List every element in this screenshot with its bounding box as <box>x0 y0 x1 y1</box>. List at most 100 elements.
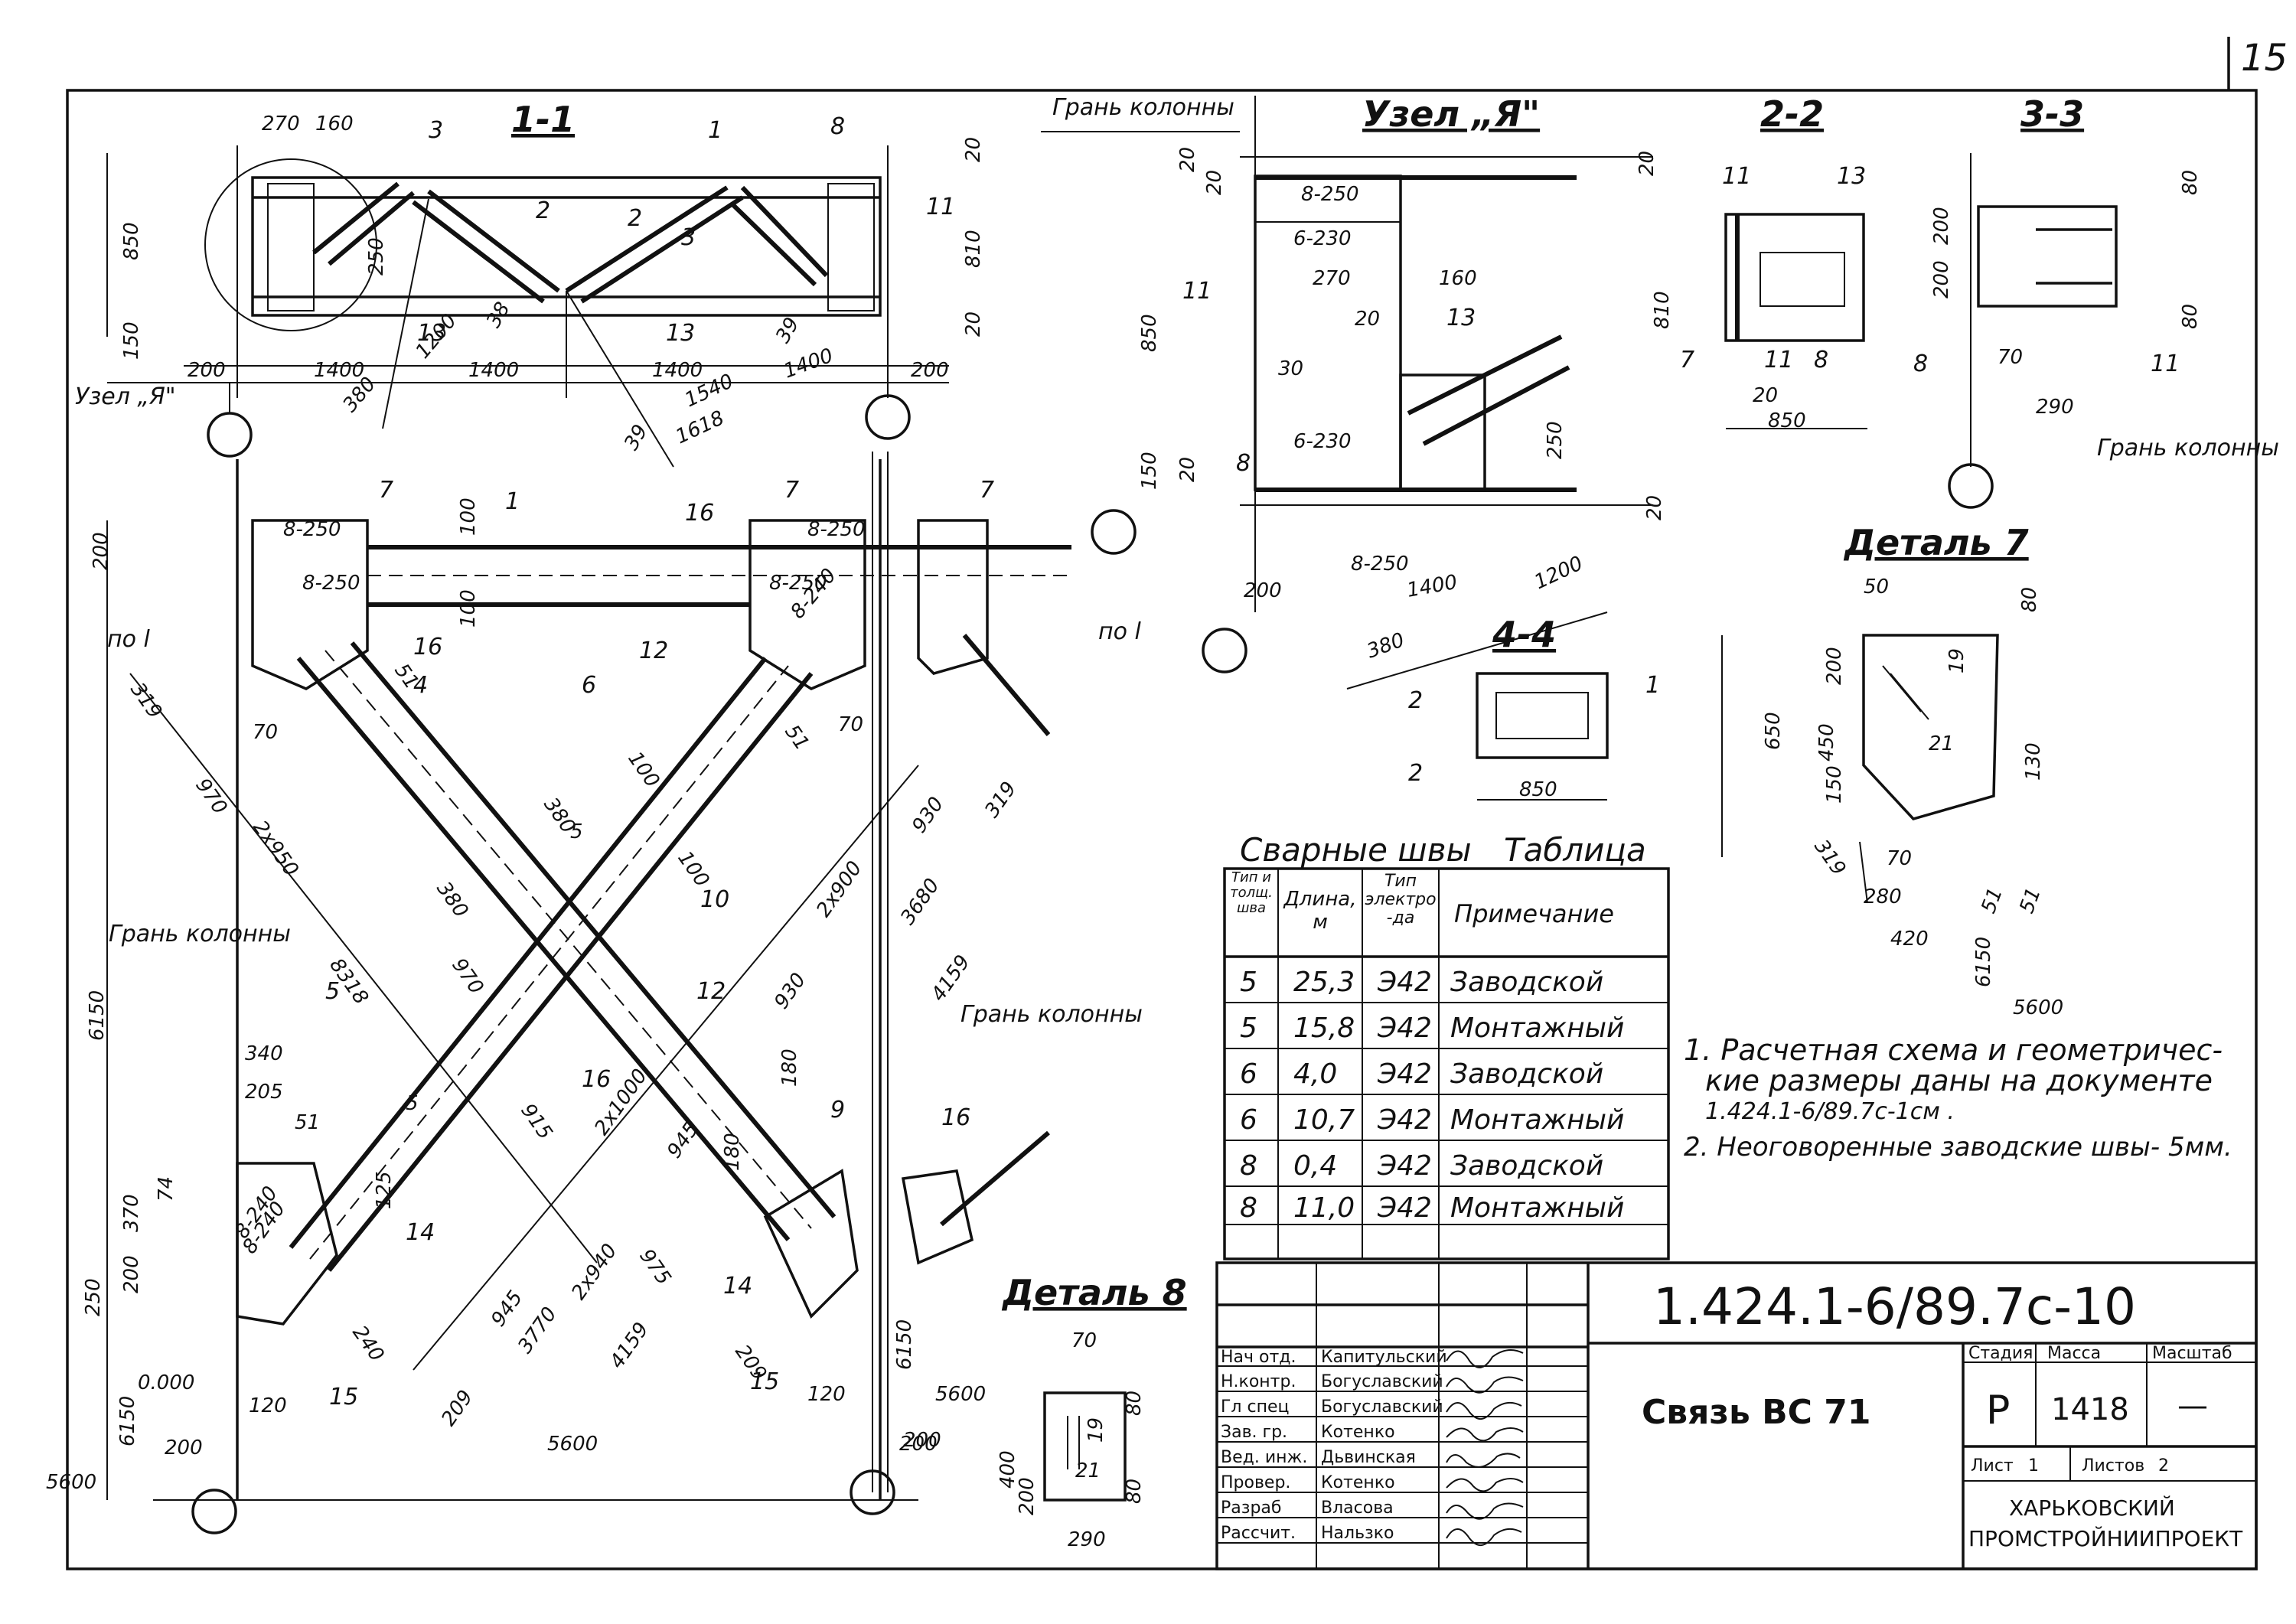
signer-name: Котенко <box>1321 1423 1395 1442</box>
table-row: 6 4,0 Э42 Заводской <box>1240 1058 1603 1090</box>
table-row: 6 10,7 Э42 Монтажный <box>1240 1104 1624 1136</box>
dim: 20 <box>1355 308 1380 331</box>
dim: 200 <box>120 1255 143 1293</box>
note-line: 1. Расчетная схема и геометричес- <box>1684 1033 2223 1067</box>
dim: 200 <box>899 1433 938 1456</box>
weld-table-title: Сварные швы <box>1240 831 1472 869</box>
dim: 8-250 <box>807 518 866 541</box>
part-label: 11 <box>1764 347 1793 373</box>
part-label: 11 <box>926 194 955 220</box>
signer-name: Дьвинская <box>1321 1448 1416 1467</box>
part-label: 6 <box>582 672 596 699</box>
part-label: 2 <box>536 197 550 224</box>
table-header-length: Длина, м <box>1283 888 1357 934</box>
table-row: 8 0,4 Э42 Заводской <box>1240 1150 1603 1182</box>
part-label: 4 <box>413 672 428 699</box>
node-a-detail: Узел „Я" Грань колонны 20 20 8-250 6-230… <box>1041 93 1674 690</box>
table-cell: 5 <box>1240 967 1257 998</box>
dim: 20 <box>1176 147 1199 172</box>
table-cell: Заводской <box>1450 967 1603 998</box>
dim: 20 <box>962 137 985 162</box>
part-label: 11 <box>1722 163 1751 190</box>
signer-row: Рассчит. Нальзко <box>1221 1524 1394 1543</box>
part-label: 14 <box>406 1219 435 1246</box>
dim: 915 <box>516 1100 556 1144</box>
section-4-4-title: 4-4 <box>1492 614 1556 655</box>
node-a-ref: Узел „Я" <box>75 383 176 410</box>
dim: 270 <box>1313 267 1351 290</box>
dim: 80 <box>1123 1391 1146 1416</box>
dim: 340 <box>245 1042 283 1065</box>
mass-value: 1418 <box>2051 1392 2129 1427</box>
dim: 270 <box>262 113 300 135</box>
dim: 51 <box>2015 885 2046 916</box>
column-face-label-2: Грань колонны <box>2097 435 2279 461</box>
section-2-2: 2-2 11 13 7 11 8 20 850 <box>1680 93 1867 432</box>
table-header-note: Примечание <box>1454 899 1614 928</box>
dim: 20 <box>1643 495 1666 520</box>
dim: 70 <box>1998 346 2023 369</box>
part-label: 11 <box>1182 278 1212 305</box>
dim: 180 <box>778 1048 801 1087</box>
dim: 200 <box>911 359 949 382</box>
note-line: кие размеры даны на документе <box>1705 1064 2213 1097</box>
dim: 20 <box>1753 384 1778 407</box>
sheet-number: 15 <box>2241 37 2288 80</box>
dim: 200 <box>1930 260 1953 298</box>
signer-row: Зав. гр. Котенко <box>1221 1423 1395 1442</box>
dim: 4159 <box>927 951 975 1006</box>
table-cell: Монтажный <box>1450 1104 1624 1136</box>
dim: 30 <box>1278 357 1303 380</box>
scale-value: — <box>2177 1388 2208 1423</box>
section-3-3: 3-3 80 200 200 80 8 70 11 290 Грань коло… <box>1913 93 2279 509</box>
weld-table-word: Таблица <box>1504 831 1646 869</box>
dim: 150 <box>1823 765 1846 804</box>
part-label: 2 <box>1408 760 1423 787</box>
dim: 51 <box>295 1111 320 1134</box>
part-label: 11 <box>2151 351 2180 377</box>
dim: 80 <box>2018 587 2041 612</box>
dim: 240 <box>347 1322 388 1366</box>
dim: 100 <box>623 748 664 792</box>
table-cell: Э42 <box>1377 1058 1432 1090</box>
part-label: 1 <box>1645 672 1660 699</box>
dim: 70 <box>253 721 278 744</box>
column-face-label-3: Грань колонны <box>109 921 291 947</box>
main-elevation: 200 7 8-250 8-250 100 100 1 16 7 8-250 8… <box>46 452 1143 1534</box>
dim: 1400 <box>1405 571 1459 602</box>
note-line: 2. Неоговоренные заводские швы- 5мм. <box>1684 1132 2232 1163</box>
dim: 120 <box>807 1383 846 1406</box>
dim: 5600 <box>46 1471 96 1494</box>
sheet-value: 1 <box>2028 1456 2039 1476</box>
dim: 1400 <box>468 359 519 382</box>
table-cell: 8 <box>1240 1192 1257 1224</box>
dim: 970 <box>447 954 488 999</box>
dim: 200 <box>1823 647 1846 685</box>
part-label: 5 <box>325 978 340 1005</box>
sheets-label: Листов <box>2082 1456 2144 1476</box>
signer-role: Зав. гр. <box>1221 1423 1287 1442</box>
table-cell: Заводской <box>1450 1058 1603 1090</box>
signer-role: Вед. инж. <box>1221 1448 1307 1467</box>
dim: 100 <box>457 497 480 536</box>
dim: 1400 <box>652 359 703 382</box>
mass-label: Масса <box>2047 1344 2101 1363</box>
signer-role: Гл спец <box>1221 1397 1289 1417</box>
dim: 250 <box>1544 421 1567 459</box>
dim: 6150 <box>86 990 109 1041</box>
dim: 200 <box>1244 579 1282 602</box>
dim: 209 <box>437 1386 478 1430</box>
dim: 200 <box>1016 1477 1039 1515</box>
dim: 125 <box>373 1171 396 1209</box>
dim: 200 <box>165 1436 203 1459</box>
stage-value: Р <box>1986 1388 2010 1433</box>
dim: 380 <box>432 878 472 922</box>
table-cell: 5 <box>1240 1013 1257 1044</box>
part-label: 16 <box>941 1104 970 1131</box>
part-label: 3 <box>429 117 443 144</box>
dim: 205 <box>245 1081 283 1104</box>
dim: 6-230 <box>1293 430 1352 453</box>
dim: 850 <box>120 222 143 260</box>
column-face-label-4: Грань колонны <box>960 1001 1143 1028</box>
